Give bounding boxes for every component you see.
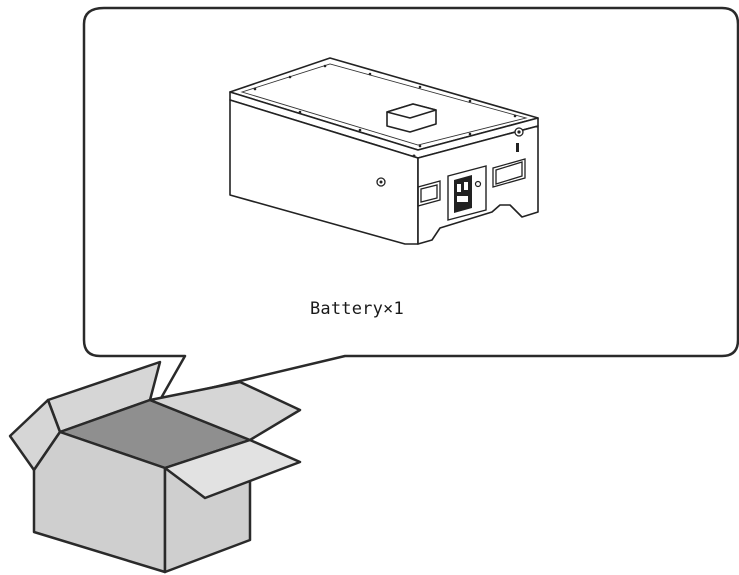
battery-handle-slot-left — [417, 180, 441, 207]
battery-handle-top-face — [386, 103, 437, 119]
battery-side-knob — [376, 177, 386, 187]
battery-side-face — [229, 99, 419, 245]
box-back-right-flap — [148, 380, 302, 442]
battery-connector — [447, 165, 487, 221]
box-right-flap — [163, 438, 302, 500]
battery-quantity-label: Battery×1 — [310, 299, 404, 319]
battery-led-indicator — [516, 143, 519, 152]
battery-lid-screws — [253, 64, 517, 148]
battery-power-button — [514, 127, 524, 137]
battery-lid-border — [240, 63, 528, 146]
battery-handle-slot-right — [492, 158, 526, 188]
